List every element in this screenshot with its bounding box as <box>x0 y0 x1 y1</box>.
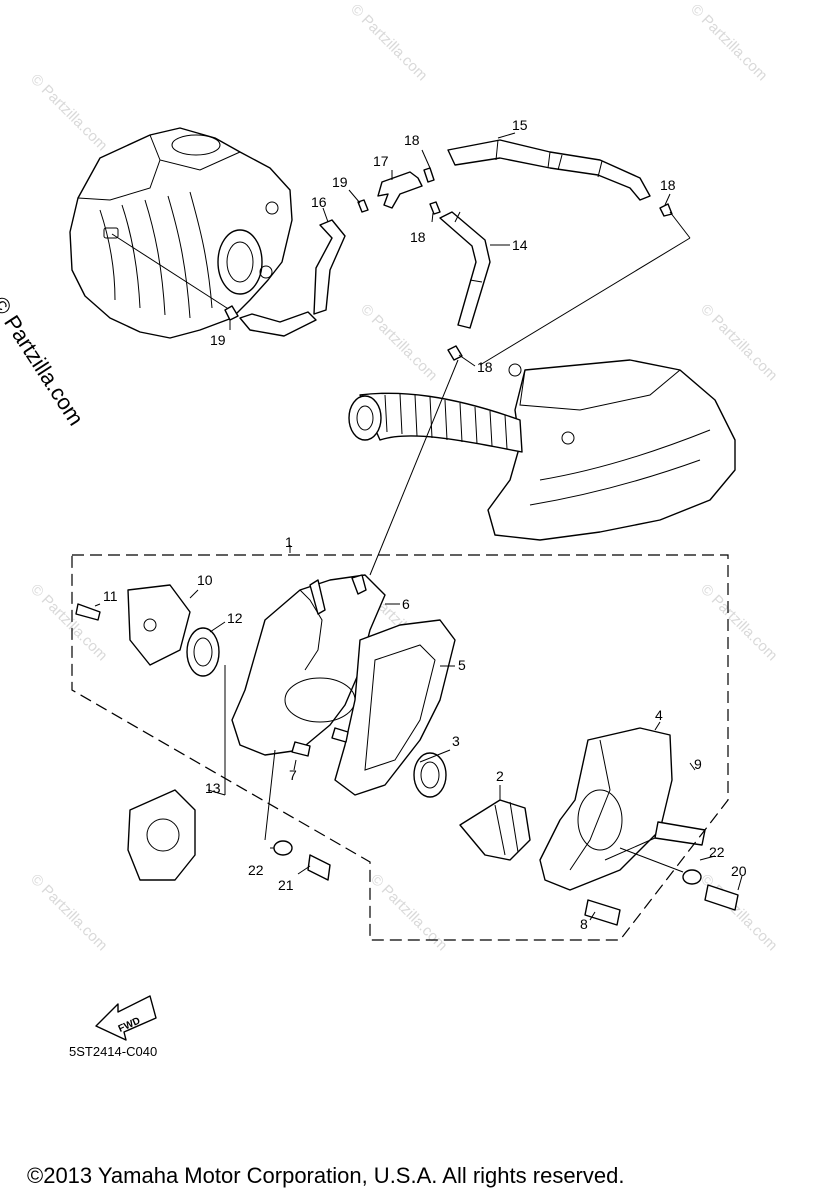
callout-12: 12 <box>227 610 243 626</box>
callout-7: 7 <box>289 767 297 783</box>
callout-21: 21 <box>278 877 294 893</box>
callout-14: 14 <box>512 237 528 253</box>
diagram-code: 5ST2414-C040 <box>69 1044 158 1059</box>
callout-6: 6 <box>402 596 410 612</box>
callout-3: 3 <box>452 733 460 749</box>
callout-1: 1 <box>285 534 293 550</box>
callout-10: 10 <box>197 572 213 588</box>
callout-17: 17 <box>373 153 389 169</box>
watermark: © Partzilla.com <box>27 71 110 154</box>
callout-2: 2 <box>496 768 504 784</box>
watermark: © Partzilla.com <box>687 1 770 84</box>
watermark: © Partzilla.com <box>697 301 780 384</box>
callout-20: 20 <box>731 863 747 879</box>
callout-22: 22 <box>248 862 264 878</box>
callout-18: 18 <box>660 177 676 193</box>
assembly-1-boundary <box>71 554 729 941</box>
callout-19: 19 <box>210 332 226 348</box>
water-pump-assembly-illustration <box>75 574 739 926</box>
callout-22: 22 <box>709 844 725 860</box>
callout-5: 5 <box>458 657 466 673</box>
callout-labels: 1 2 3 4 5 6 7 8 9 10 11 12 13 14 15 16 1… <box>103 117 747 932</box>
callout-18: 18 <box>410 229 426 245</box>
callout-4: 4 <box>655 707 663 723</box>
watermark: © Partzilla.com <box>367 871 450 954</box>
watermark: © Partzilla.com <box>27 871 110 954</box>
hose-group <box>224 139 673 361</box>
callout-16: 16 <box>311 194 327 210</box>
copyright-notice: ©2013 Yamaha Motor Corporation, U.S.A. A… <box>27 1163 625 1188</box>
watermark: © Partzilla.com <box>27 581 110 664</box>
leader-lines <box>94 132 743 921</box>
callout-9: 9 <box>694 756 702 772</box>
fwd-arrow-icon: FWD <box>95 995 157 1041</box>
watermark: © Partzilla.com <box>347 1 430 84</box>
cylinder-head-illustration <box>69 127 293 339</box>
watermark: © Partzilla.com <box>357 301 440 384</box>
callout-11: 11 <box>103 588 118 604</box>
callout-18: 18 <box>477 359 493 375</box>
callout-15: 15 <box>512 117 528 133</box>
watermark: © Partzilla.com <box>697 871 780 954</box>
callout-13: 13 <box>205 780 221 796</box>
air-cleaner-illustration <box>348 359 736 541</box>
callout-18: 18 <box>404 132 420 148</box>
callout-8: 8 <box>580 916 588 932</box>
watermark: © Partzilla.com <box>697 581 780 664</box>
callout-19: 19 <box>332 174 348 190</box>
